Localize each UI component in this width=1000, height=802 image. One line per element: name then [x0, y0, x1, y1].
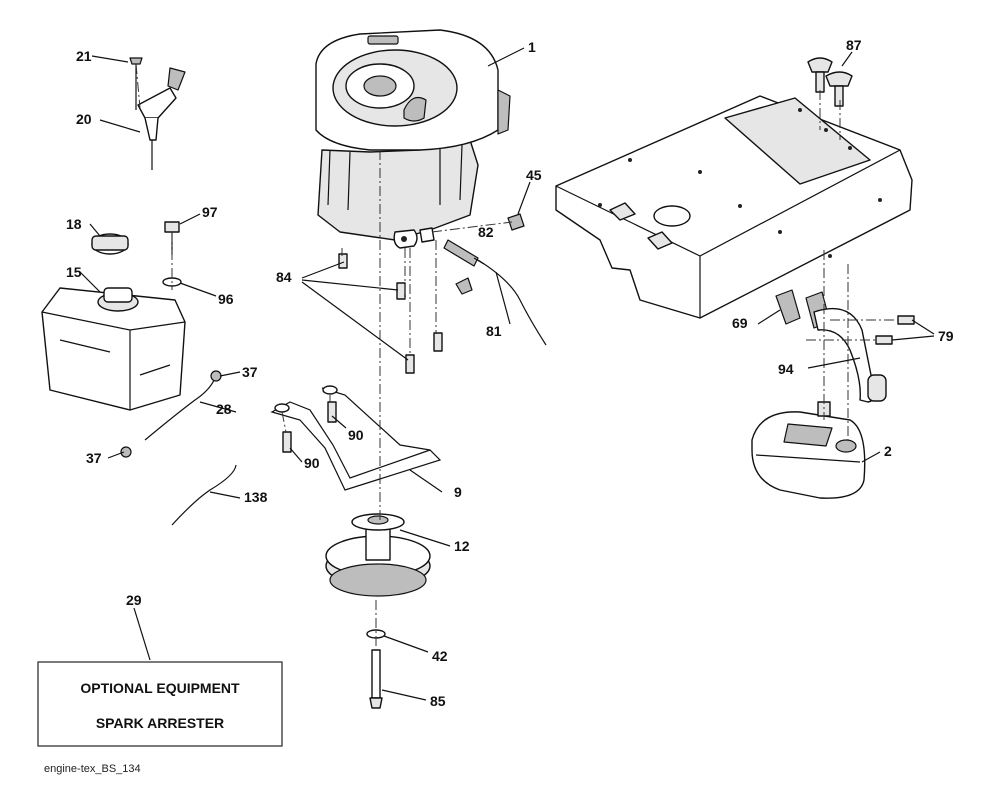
callout-69: 69	[732, 315, 748, 331]
callout-20: 20	[76, 111, 92, 127]
optional-equipment-title: OPTIONAL EQUIPMENT	[80, 680, 240, 696]
callout-37-lower: 37	[86, 450, 102, 466]
leader-lines	[79, 47, 935, 701]
callout-84: 84	[276, 269, 292, 285]
callout-1: 1	[528, 39, 536, 55]
pulley-12	[325, 513, 431, 597]
callout-138: 138	[244, 489, 268, 505]
spark-arrester-label: SPARK ARRESTER	[96, 715, 224, 731]
callout-18: 18	[66, 216, 82, 232]
callout-9: 9	[454, 484, 462, 500]
bolts-84	[338, 253, 443, 374]
fuel-fitting	[443, 213, 547, 346]
throttle-control	[129, 57, 186, 170]
callout-29: 29	[126, 592, 142, 608]
callout-21: 21	[76, 48, 92, 64]
callout-42: 42	[432, 648, 448, 664]
callout-85: 85	[430, 693, 446, 709]
callout-96: 96	[218, 291, 234, 307]
washer-bolt	[366, 629, 386, 709]
callout-81: 81	[486, 323, 502, 339]
exhaust-pipe	[775, 289, 915, 403]
optional-equipment-box: OPTIONAL EQUIPMENT SPARK ARRESTER	[37, 661, 283, 747]
callout-labels: 1 2 9 12 15 18 20 21 28 29 37 37 42 45 6…	[66, 37, 954, 709]
callout-79: 79	[938, 328, 954, 344]
callout-28: 28	[216, 401, 232, 417]
assembly-center-lines	[135, 63, 898, 650]
callout-94: 94	[778, 361, 794, 377]
callout-90-upper: 90	[348, 427, 364, 443]
callout-2: 2	[884, 443, 892, 459]
bracket-9	[270, 385, 442, 491]
engine	[315, 29, 511, 249]
callout-87: 87	[846, 37, 862, 53]
fuel-tank	[41, 233, 186, 411]
callout-12: 12	[454, 538, 470, 554]
muffler-2	[751, 401, 866, 499]
diagram-code: engine-tex_BS_134	[44, 763, 141, 775]
chassis-plate	[555, 57, 913, 319]
callout-82: 82	[478, 224, 494, 240]
callout-37-upper: 37	[242, 364, 258, 380]
callout-97: 97	[202, 204, 218, 220]
callout-90-lower: 90	[304, 455, 320, 471]
callout-45: 45	[526, 167, 542, 183]
callout-15: 15	[66, 264, 82, 280]
